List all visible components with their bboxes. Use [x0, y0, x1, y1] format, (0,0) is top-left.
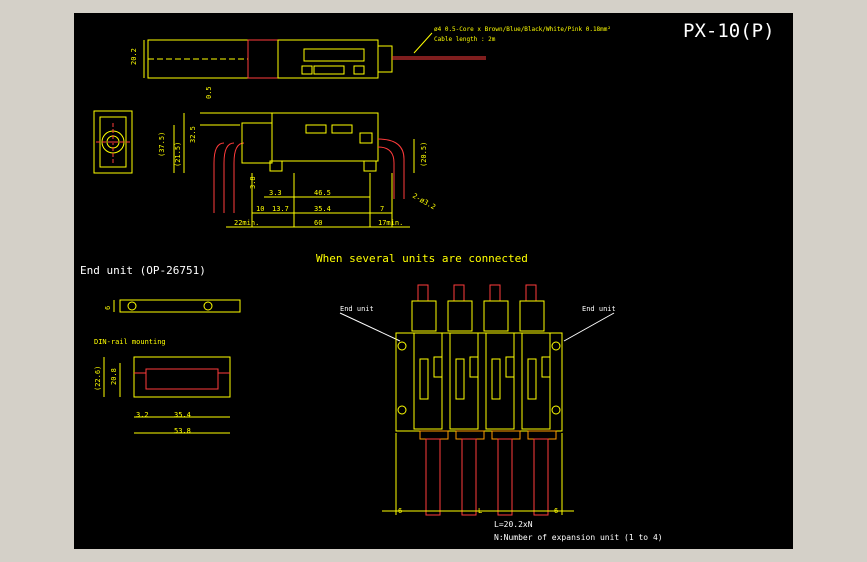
end-unit-right-label: End unit	[582, 305, 616, 313]
top-view	[143, 39, 486, 79]
end-unit-title: End unit (OP-26751)	[80, 264, 206, 277]
formula: L=20.2xN	[494, 520, 533, 529]
dim-137: 13.7	[272, 205, 289, 213]
dim-17min: 17min.	[378, 219, 403, 227]
formula-note: N:Number of expansion unit (1 to 4)	[494, 533, 663, 542]
side-view	[173, 112, 415, 213]
drawing-canvas[interactable]: PX-10(P) 20.2 ø4 0.5-Core x Brown/Blue/B…	[74, 13, 793, 549]
cable-leader	[413, 32, 433, 54]
hole-note: 2-ø3.2	[411, 192, 437, 212]
cable-spec: ø4 0.5-Core x Brown/Blue/Black/White/Pin…	[434, 26, 611, 33]
multi-dim-6b: 6	[554, 507, 558, 515]
din-dim-538: 53.8	[174, 427, 191, 435]
dim-38: 3.8	[249, 176, 257, 189]
dim-top-width: 20.2	[130, 48, 138, 65]
dim-7: 7	[380, 205, 384, 213]
din-dim-226: (22.6)	[94, 366, 102, 391]
end-unit-left-label: End unit	[340, 305, 374, 313]
end-unit-view	[113, 299, 241, 313]
end-dim-6: 6	[104, 306, 112, 310]
dim-33: 3.3	[269, 189, 282, 197]
cable-length: Cable length : 2m	[434, 36, 496, 43]
multi-dim-6a: 6	[398, 507, 402, 515]
multi-title: When several units are connected	[316, 252, 528, 265]
dim-354: 35.4	[314, 205, 331, 213]
connected-units	[382, 284, 574, 516]
dim-05: 0.5	[205, 86, 213, 99]
dim-375: (37.5)	[158, 132, 166, 157]
din-dim-32: 3.2	[136, 411, 149, 419]
leader-left	[339, 312, 401, 342]
dim-465: 46.5	[314, 189, 331, 197]
din-dim-354: 35.4	[174, 411, 191, 419]
drawing-svg: PX-10(P) 20.2 ø4 0.5-Core x Brown/Blue/B…	[80, 20, 775, 542]
leader-right	[563, 312, 615, 342]
dim-205: (20.5)	[420, 142, 428, 167]
dim-10: 10	[256, 205, 264, 213]
side-dimension-lines	[226, 173, 410, 228]
din-view	[103, 356, 231, 434]
dim-60: 60	[314, 219, 322, 227]
multi-dim-L: L	[478, 507, 482, 515]
din-dim-208: 20.8	[110, 368, 118, 385]
dim-215: (21.5)	[174, 142, 182, 167]
front-view	[93, 110, 133, 174]
dim-325: 32.5	[189, 126, 197, 143]
drawing-title: PX-10(P)	[683, 20, 775, 42]
dim-22min: 22min.	[234, 219, 259, 227]
din-label: DIN-rail mounting	[94, 338, 166, 346]
